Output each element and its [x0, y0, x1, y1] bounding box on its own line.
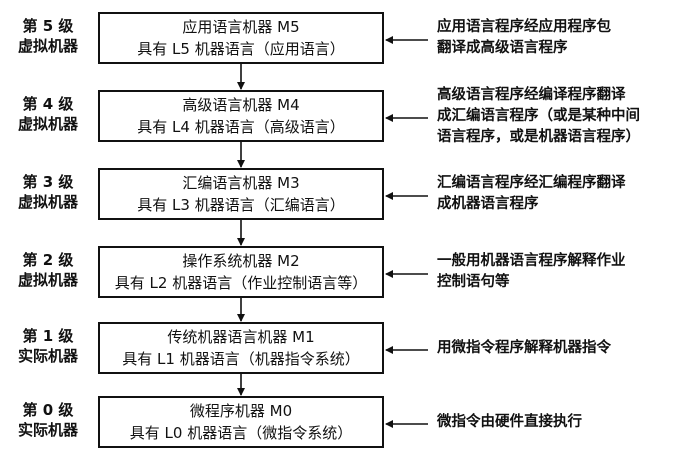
level-label-line: 实际机器	[17, 421, 78, 439]
machine-name: 操作系统机器 M2	[182, 252, 300, 270]
level-label-3: 第 2 级虚拟机器	[8, 250, 88, 290]
machine-language: 具有 L2 机器语言（作业控制语言等）	[114, 274, 368, 292]
description-line: 语言程序，或是机器语言程序）	[437, 128, 640, 145]
description-line: 应用语言程序经应用程序包	[437, 19, 611, 35]
machine-language: 具有 L0 机器语言（微指令系统）	[129, 424, 353, 442]
level-description-0: 应用语言程序经应用程序包翻译成高级语言程序	[437, 17, 685, 59]
machine-name: 微程序机器 M0	[189, 402, 293, 420]
level-label-line: 实际机器	[17, 347, 78, 365]
machine-box-m4: 高级语言机器 M4 具有 L4 机器语言（高级语言）	[98, 90, 384, 142]
description-line: 汇编语言程序经汇编程序翻译	[437, 175, 626, 191]
description-line: 用微指令程序解释机器指令	[437, 339, 611, 356]
machine-language: 具有 L5 机器语言（应用语言）	[137, 40, 345, 58]
description-line: 成汇编语言程序（或是某种中间	[437, 107, 640, 124]
level-label-0: 第 5 级虚拟机器	[8, 16, 88, 56]
level-label-line: 虚拟机器	[17, 271, 78, 289]
level-label-line: 第 1 级	[22, 327, 74, 345]
machine-language: 具有 L3 机器语言（汇编语言）	[137, 196, 345, 214]
level-label-line: 第 4 级	[22, 95, 74, 113]
machine-name: 高级语言机器 M4	[182, 96, 300, 114]
level-label-2: 第 3 级虚拟机器	[8, 172, 88, 212]
level-label-line: 第 3 级	[22, 173, 74, 191]
level-label-line: 第 5 级	[22, 17, 74, 35]
description-line: 翻译成高级语言程序	[437, 40, 568, 56]
machine-language: 具有 L4 机器语言（高级语言）	[137, 118, 345, 136]
level-description-3: 一般用机器语言程序解释作业控制语句等	[437, 251, 685, 293]
machine-box-m0: 微程序机器 M0 具有 L0 机器语言（微指令系统）	[98, 396, 384, 448]
level-label-line: 第 2 级	[22, 251, 74, 269]
machine-language: 具有 L1 机器语言（机器指令系统）	[122, 350, 360, 368]
machine-name: 应用语言机器 M5	[182, 18, 300, 36]
machine-box-m3: 汇编语言机器 M3 具有 L3 机器语言（汇编语言）	[98, 168, 384, 220]
description-line: 成机器语言程序	[437, 196, 539, 212]
level-label-4: 第 1 级实际机器	[8, 326, 88, 366]
level-description-1: 高级语言程序经编译程序翻译成汇编语言程序（或是某种中间语言程序，或是机器语言程序…	[437, 85, 685, 148]
machine-name: 传统机器语言机器 M1	[167, 328, 315, 346]
machine-box-m5: 应用语言机器 M5 具有 L5 机器语言（应用语言）	[98, 12, 384, 64]
level-label-line: 虚拟机器	[17, 115, 78, 133]
level-label-line: 第 0 级	[22, 401, 74, 419]
level-description-4: 用微指令程序解释机器指令	[437, 338, 685, 359]
level-label-1: 第 4 级虚拟机器	[8, 94, 88, 134]
description-line: 微指令由硬件直接执行	[437, 413, 582, 430]
machine-box-m1: 传统机器语言机器 M1 具有 L1 机器语言（机器指令系统）	[98, 322, 384, 374]
level-description-2: 汇编语言程序经汇编程序翻译成机器语言程序	[437, 173, 685, 215]
level-label-5: 第 0 级实际机器	[8, 400, 88, 440]
description-line: 一般用机器语言程序解释作业	[437, 253, 626, 269]
description-line: 高级语言程序经编译程序翻译	[437, 86, 626, 103]
level-description-5: 微指令由硬件直接执行	[437, 412, 685, 433]
level-label-line: 虚拟机器	[17, 37, 78, 55]
machine-box-m2: 操作系统机器 M2 具有 L2 机器语言（作业控制语言等）	[98, 246, 384, 298]
description-line: 控制语句等	[437, 274, 510, 290]
level-label-line: 虚拟机器	[17, 193, 78, 211]
machine-name: 汇编语言机器 M3	[182, 174, 300, 192]
